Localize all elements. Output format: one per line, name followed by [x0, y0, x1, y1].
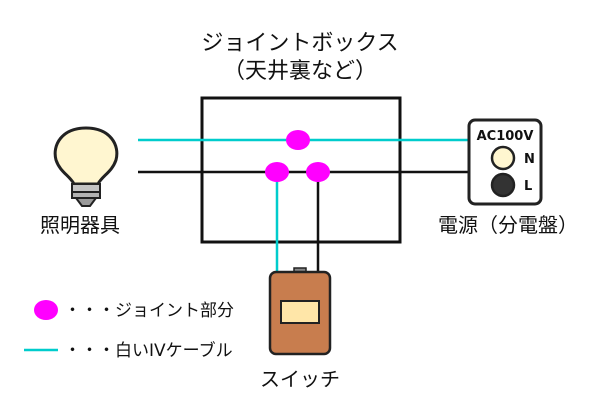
switch-label: スイッチ: [260, 367, 340, 391]
neutral-terminal-icon: [490, 145, 516, 171]
joint-dot-right: [306, 162, 330, 182]
legend-white-iv-text: ・・・白いIVケーブル: [64, 340, 233, 361]
diagram-title-line2: （天井裏など）: [223, 59, 377, 84]
legend: ・・・ジョイント部分 ・・・白いIVケーブル: [24, 300, 234, 361]
legend-joint-text: ・・・ジョイント部分: [64, 301, 234, 321]
legend-joint-dot: [34, 300, 58, 320]
terminal-n-label: N: [524, 152, 535, 167]
power-label: 電源（分電盤）: [438, 213, 578, 237]
joint-box: [200, 96, 402, 244]
terminal-l-label: L: [524, 179, 532, 194]
wall-switch-icon: [268, 267, 332, 356]
panel-voltage-label: AC100V: [477, 129, 534, 144]
lamp-label: 照明器具: [40, 213, 120, 237]
live-terminal-icon: [490, 172, 516, 198]
diagram-title-line1: ジョイントボックス: [201, 31, 398, 56]
light-bulb-icon: [53, 126, 119, 207]
joint-dot-left: [265, 162, 289, 182]
distribution-panel-icon: AC100V N L: [467, 118, 543, 206]
joint-dot-top: [286, 130, 310, 150]
